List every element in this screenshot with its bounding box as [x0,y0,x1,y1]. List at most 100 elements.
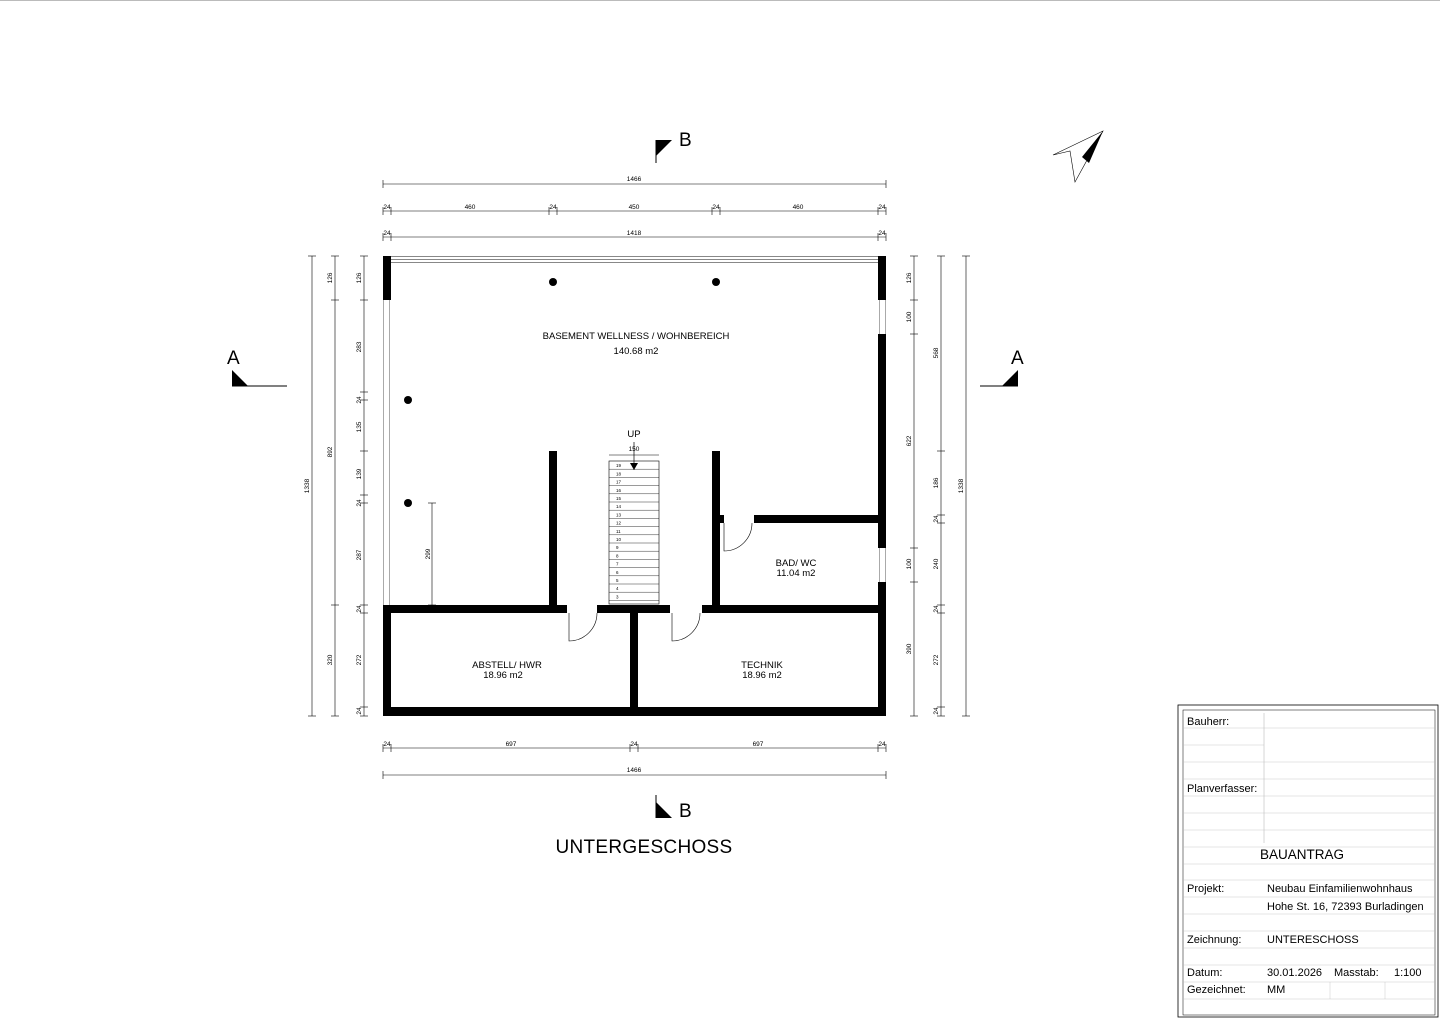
stair-step-number: 10 [616,537,622,542]
walls [383,256,886,716]
projekt-label: Projekt: [1187,883,1224,895]
stair-arrow-icon [630,463,638,470]
dim-top-seg: 24 [383,204,391,211]
top-dimensions [382,180,887,241]
dim-left-inner: 126 [356,272,363,283]
dim-right-mid: 568 [933,347,940,358]
dim-top-seg: 460 [465,204,476,211]
dim-left-inner: 24 [356,605,363,613]
datum-value: 30.01.2026 [1267,967,1322,979]
dim-left-inner: 283 [356,341,363,352]
bauherr-label: Bauherr: [1187,716,1229,728]
section-b-top-label: B [679,130,692,151]
gezeichnet-value: MM [1267,984,1285,996]
dim-top-seg: 24 [878,204,886,211]
masstab-label: Masstab: [1334,967,1379,979]
room-name: BASEMENT WELLNESS / WOHNBEREICH [543,331,730,342]
datum-label: Datum: [1187,967,1222,979]
dim-right-mid: 240 [933,558,940,569]
bottom-dimensions [382,744,887,779]
projekt-line2: Hohe St. 16, 72393 Burladingen [1267,901,1424,913]
dim-bottom-seg: 24 [630,741,638,748]
section-a-left-label: A [227,348,240,369]
dim-right-mid: 272 [933,654,940,665]
section-b-bottom-label: B [679,801,692,822]
zeichnung-value: UNTERESCHOSS [1267,934,1359,946]
stair-step-number: 13 [616,512,622,517]
dim-right-inner: 100 [906,311,913,322]
title-block [1177,704,1439,1018]
dim-left-inner: 287 [356,549,363,560]
stair-width: 150 [629,446,640,453]
stair-step-number: 19 [616,463,622,468]
room-area: 18.96 m2 [742,670,782,681]
dim-top-inner: 1418 [627,230,642,237]
dim-left-mid: 892 [327,446,334,457]
dim-left-inner: 24 [356,396,363,404]
planverfasser-label: Planverfasser: [1187,783,1257,795]
stair-step-number: 6 [616,570,619,575]
room-area: 18.96 m2 [483,670,523,681]
section-a-right-label: A [1011,348,1024,369]
dim-right-mid: 24 [933,707,940,715]
stair-step-number: 4 [616,586,619,591]
stair-label: UP [627,429,640,440]
stair-step-number: 15 [616,496,622,501]
dim-bottom-seg: 24 [878,741,886,748]
stair-step-number: 11 [616,529,621,534]
room-area: 11.04 m2 [777,568,816,579]
drawing-title: UNTERGESCHOSS [555,837,732,858]
dim-top-seg: 24 [712,204,720,211]
dim-bottom-seg: 697 [753,741,764,748]
dim-top-total: 1466 [627,176,642,183]
dim-bottom-seg: 24 [383,741,391,748]
stair-step-number: 5 [616,578,619,583]
room-name: BAD/ WC [776,558,817,569]
dim-top-seg: 460 [793,204,804,211]
masstab-value: 1:100 [1394,967,1422,979]
dim-right-mid: 24 [933,515,940,523]
north-arrow-icon [1052,130,1104,183]
dim-right-inner: 100 [906,558,913,569]
projekt-line1: Neubau Einfamilienwohnhaus [1267,883,1413,895]
section-marker-icon [655,795,672,818]
dim-left-inner: 139 [356,468,363,479]
stair-step-number: 12 [616,521,622,526]
gezeichnet-label: Gezeichnet: [1187,984,1246,996]
stair-step-number: 16 [616,488,622,493]
title-block-heading: BAUANTRAG [1260,847,1344,862]
room-area: 140.68 m2 [614,346,659,357]
dim-right-inner: 126 [906,272,913,283]
stair-step-number: 18 [616,471,622,476]
dim-top-inner: 24 [383,230,391,237]
stair-step-number: 7 [616,562,619,567]
dim-bottom-total: 1466 [627,767,642,774]
doors [568,522,753,642]
dim-left-mid: 126 [327,272,334,283]
dim-left-inner: 135 [356,421,363,432]
section-marker-icon [655,140,672,163]
stair-step-number: 14 [616,504,622,509]
zeichnung-label: Zeichnung: [1187,934,1241,946]
dim-left-extra: 299 [425,548,432,559]
dim-left-inner: 24 [356,707,363,715]
dim-right-mid: 186 [933,477,940,488]
dim-right-inner: 390 [906,643,913,654]
dim-left-inner: 272 [356,654,363,665]
right-dimensions [910,255,970,717]
room-name: TECHNIK [741,660,783,671]
dim-right-outer: 1338 [958,478,965,493]
stair-step-number: 9 [616,545,619,550]
section-marker-icon [232,370,287,387]
dim-left-mid: 320 [327,654,334,665]
dim-left-inner: 24 [356,499,363,507]
stair-step-number: 3 [616,594,619,599]
stair-step-number: 17 [616,480,622,485]
dim-top-inner: 24 [878,230,886,237]
dim-top-seg: 24 [549,204,557,211]
dim-right-inner: 622 [906,435,913,446]
dim-left-outer: 1338 [304,478,311,493]
dim-top-seg: 450 [629,204,640,211]
